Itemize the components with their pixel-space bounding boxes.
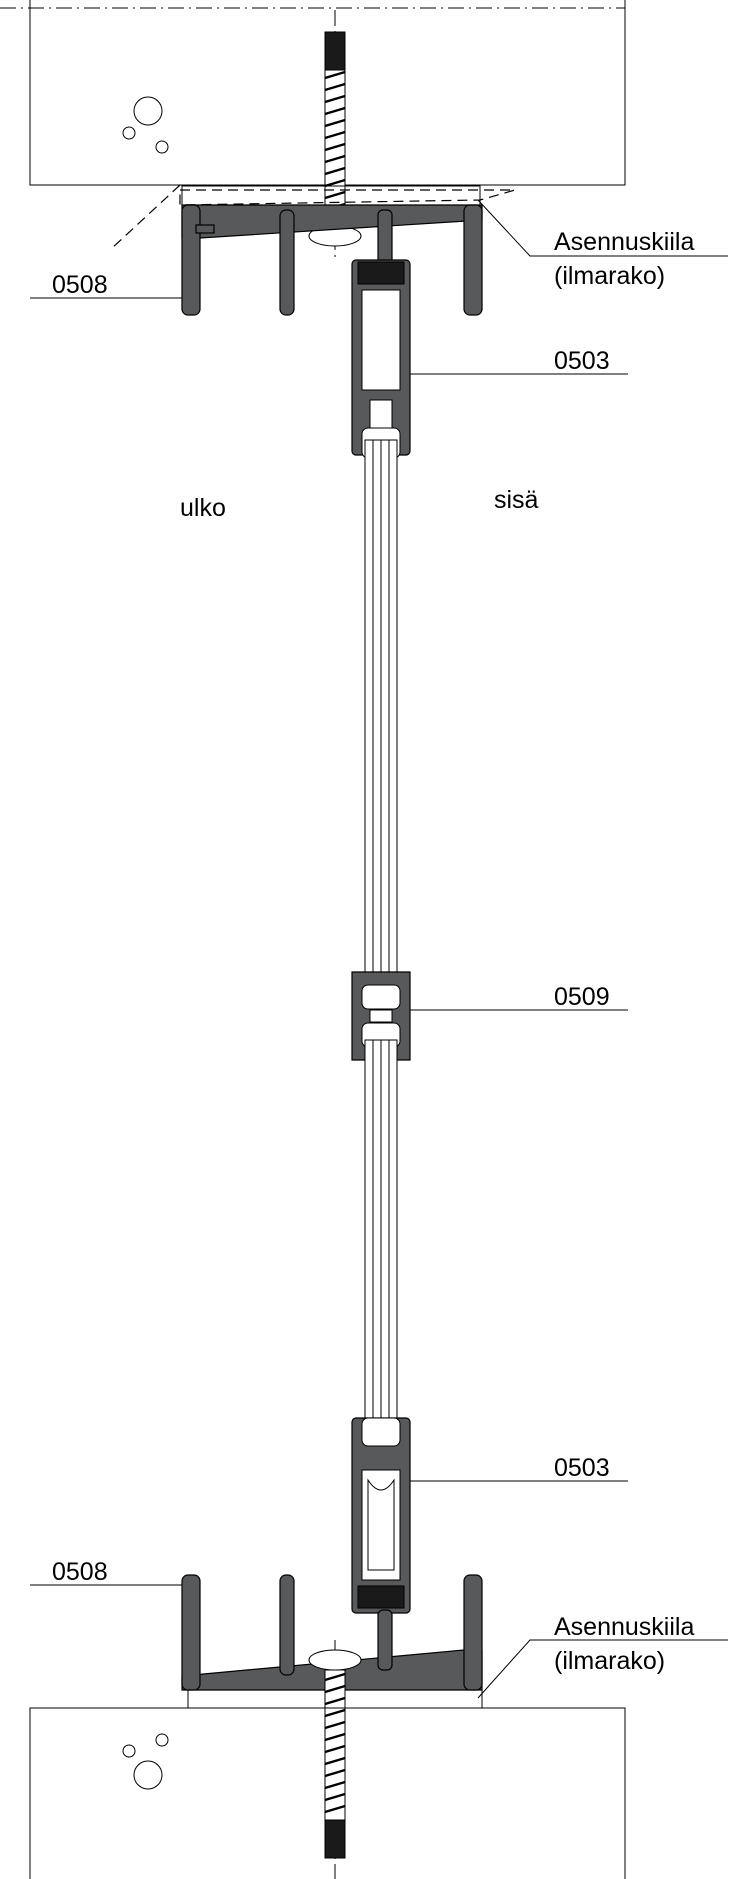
- upper-glass-pane: [364, 439, 398, 991]
- label-0503-bottom: 0503: [554, 1454, 610, 1482]
- label-0509: 0509: [554, 983, 610, 1011]
- bottom-frame-profile: [351, 1417, 411, 1614]
- lower-glass-pane: [364, 1039, 398, 1431]
- label-0508-bottom: 0508: [52, 1558, 108, 1586]
- top-concrete-slab: [0, 0, 626, 186]
- top-rail-profile: [181, 204, 483, 316]
- label-inside: sisä: [494, 486, 539, 514]
- label-0508-top: 0508: [52, 271, 108, 299]
- label-wedge-bottom-line1: Asennuskiila: [554, 1613, 694, 1641]
- label-outside: ulko: [180, 494, 226, 522]
- label-wedge-top-line1: Asennuskiila: [554, 228, 694, 256]
- label-0503-top: 0503: [554, 347, 610, 375]
- bottom-concrete-slab: [29, 1707, 626, 1879]
- label-wedge-top-line2: (ilmarako): [554, 262, 665, 290]
- top-frame-profile: [351, 259, 411, 459]
- middle-joint-profile: [351, 971, 411, 1061]
- leader-lines: [30, 199, 728, 1699]
- label-wedge-bottom-line2: (ilmarako): [554, 1647, 665, 1675]
